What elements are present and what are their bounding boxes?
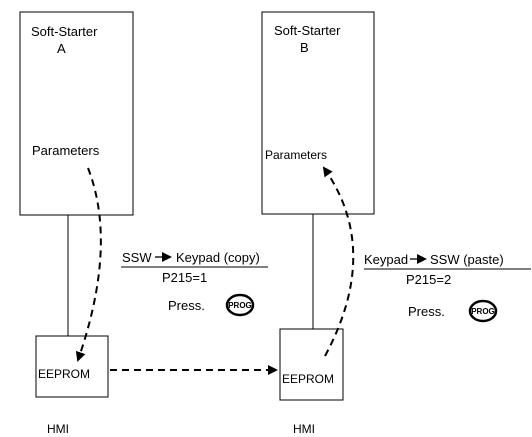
hmi-right: EEPROM HMI: [279, 328, 344, 436]
copy-prog-key-label: PROG: [228, 301, 252, 310]
hmi-right-eeprom: EEPROM: [282, 372, 334, 386]
soft-starter-b-parameters: Parameters: [265, 148, 327, 162]
soft-starter-a-box: [19, 11, 134, 216]
copy-source: SSW: [122, 250, 152, 265]
copy-prog-key-icon: PROG: [225, 293, 255, 317]
paste-instruction: Keypad SSW (paste) P215=2 Press. PROG: [364, 252, 531, 323]
hmi-right-label: HMI: [293, 422, 315, 436]
paste-parameter: P215=2: [406, 272, 451, 287]
hmi-left-label: HMI: [47, 422, 69, 436]
soft-starter-b-letter: B: [300, 40, 309, 55]
copy-press-text: Press.: [168, 298, 205, 313]
hmi-right-box: [279, 328, 344, 401]
hmi-left-eeprom: EEPROM: [38, 367, 90, 381]
hmi-left-box: [35, 335, 109, 398]
soft-starter-a-title: Soft-Starter: [31, 24, 98, 39]
soft-starter-a: Soft-Starter A Parameters: [19, 11, 134, 216]
copy-flow-arrow: [75, 167, 102, 362]
soft-starter-b: Soft-Starter B Parameters: [261, 11, 375, 215]
soft-starter-b-title: Soft-Starter: [274, 23, 341, 38]
soft-starter-a-parameters: Parameters: [32, 143, 100, 158]
copy-instruction: SSW Keypad (copy) P215=1 Press. PROG: [121, 250, 268, 317]
soft-starter-b-box: [261, 11, 375, 215]
soft-starter-a-letter: A: [57, 41, 66, 56]
paste-target: SSW (paste): [430, 252, 504, 267]
paste-flow-arrow: [322, 166, 355, 357]
paste-prog-key-icon: PROG: [468, 299, 498, 323]
copy-parameter: P215=1: [162, 270, 207, 285]
paste-press-text: Press.: [408, 304, 445, 319]
paste-prog-key-label: PROG: [471, 307, 495, 316]
copy-target: Keypad (copy): [176, 250, 260, 265]
paste-source: Keypad: [364, 252, 408, 267]
hmi-left: EEPROM HMI: [35, 335, 109, 436]
